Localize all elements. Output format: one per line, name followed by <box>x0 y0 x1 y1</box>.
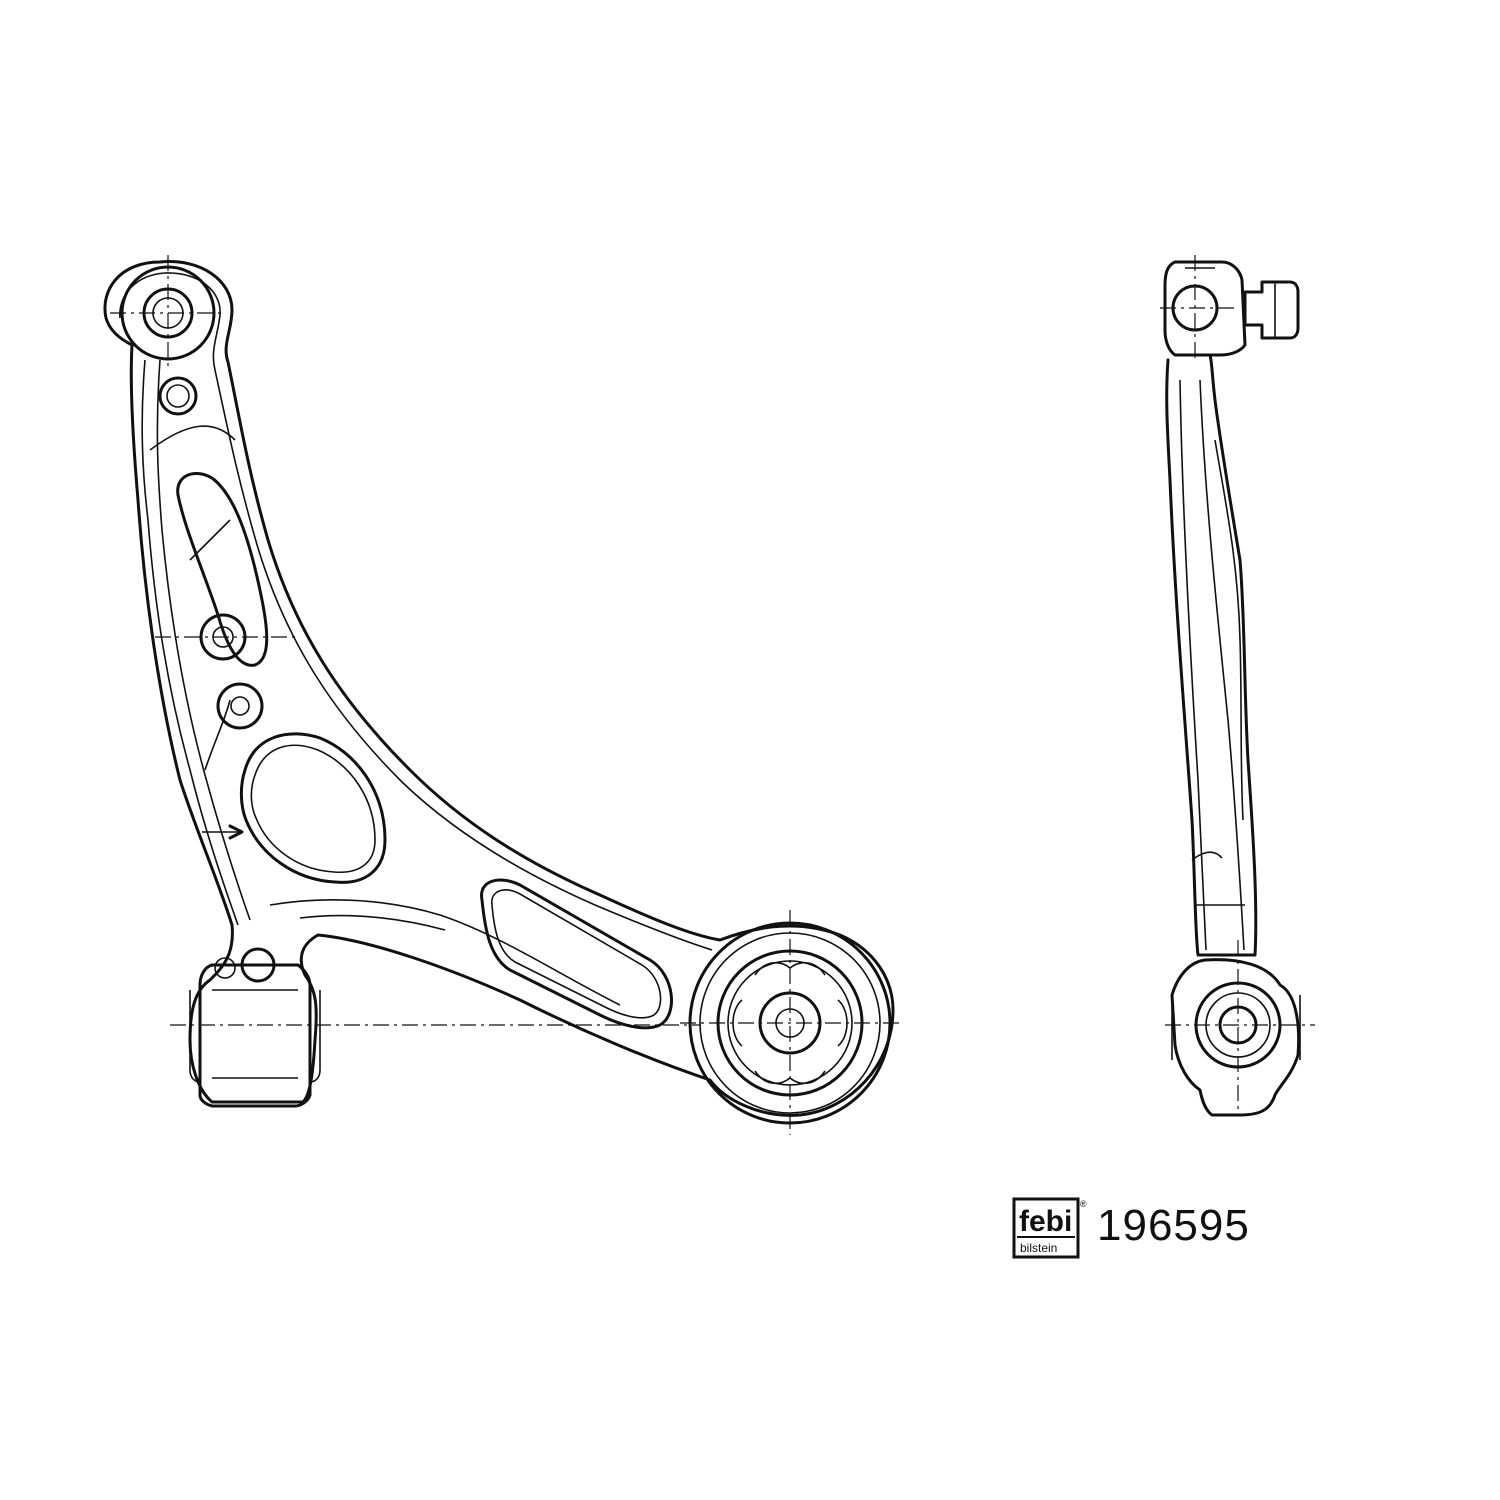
control-arm-front-view <box>103 255 900 1135</box>
logo-name: febi <box>1019 1205 1072 1238</box>
febi-bilstein-logo: febi bilstein ® <box>1012 1197 1087 1259</box>
control-arm-side-view <box>1160 255 1315 1117</box>
logo-sub: bilstein <box>1020 1241 1057 1255</box>
registered-mark: ® <box>1080 1199 1087 1209</box>
part-number: 196595 <box>1097 1201 1250 1250</box>
